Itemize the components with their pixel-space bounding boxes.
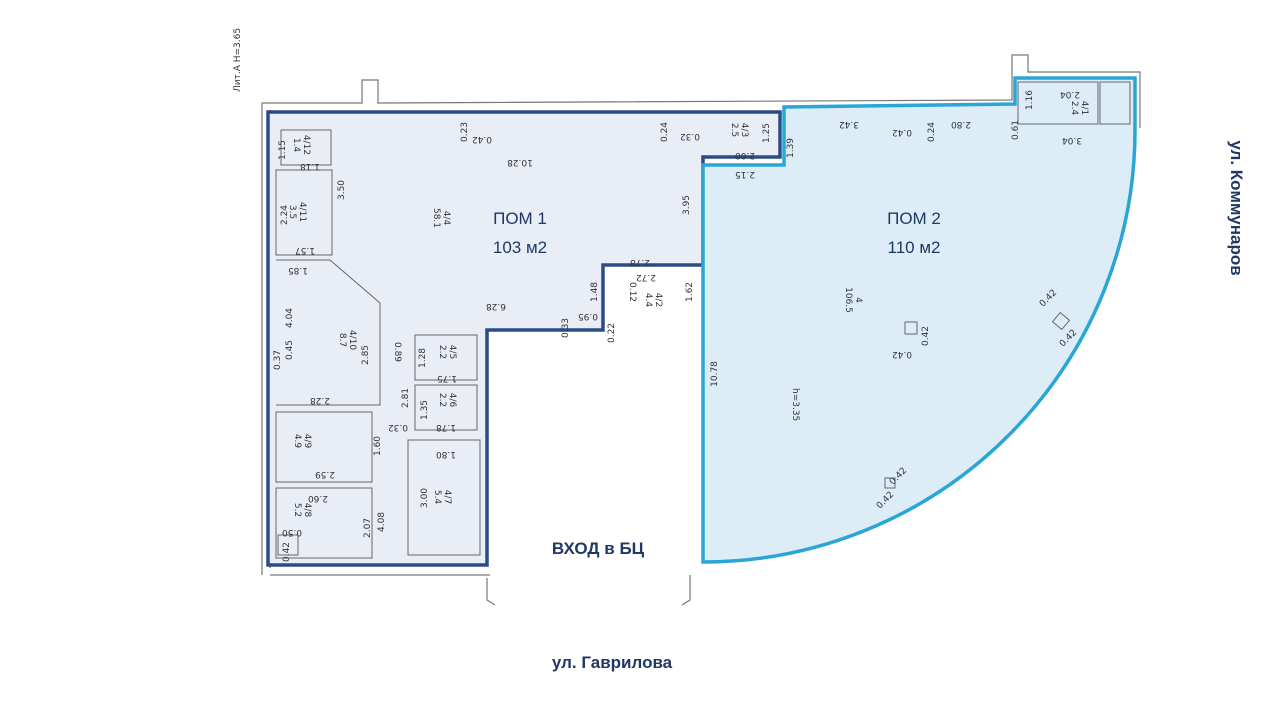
dimension-label: 1.80 [436, 449, 456, 459]
dimension-label: 0.42 [472, 134, 492, 144]
room-number: 4/8 [302, 503, 312, 518]
room-area: 2.4 [1069, 101, 1079, 116]
dimension-label: 1.15 [278, 140, 288, 160]
dimension-label: 2.15 [735, 169, 755, 179]
dimension-label: 2.24 [280, 205, 290, 225]
dimension-label: 0.22 [607, 323, 617, 343]
dimension-label: 1.78 [436, 422, 456, 432]
room-area: 3.5 [287, 205, 297, 219]
dimension-label: 0.42 [892, 127, 912, 137]
dimension-label: 2.59 [315, 469, 335, 479]
dimension-label: 2.28 [310, 395, 330, 405]
dimension-label: 2.81 [401, 388, 411, 408]
room-number: 4/1 [1079, 101, 1089, 115]
dimension-label: 2.78 [630, 257, 650, 267]
entrance-label: ВХОД в БЦ [552, 539, 645, 558]
room-number: 4/10 [347, 330, 357, 350]
room-labels: 4/458.1 4/121.4 4/113.5 4/108.7 4/94.9 4/85.2… [287, 101, 1089, 518]
dimension-label: 0.61 [1011, 120, 1021, 140]
premise-2-name: ПОМ 2 [887, 209, 941, 228]
dimension-label: 2.60 [308, 493, 328, 503]
dimension-label: 1.62 [685, 282, 695, 302]
dimension-label: 0.42 [921, 326, 931, 346]
building-note: Лит.А Н=3.65 [233, 28, 243, 92]
dimension-label: 10.78 [710, 361, 720, 387]
room-area: 5.2 [292, 503, 302, 517]
room-area: 4.9 [292, 434, 302, 449]
room-area: 8.7 [337, 333, 347, 347]
room-area: 5.4 [432, 490, 442, 505]
dimension-label: 3.50 [337, 180, 347, 200]
dimension-label: 0.37 [273, 350, 283, 370]
dimension-label: 0.12 [627, 282, 637, 302]
dimension-label: 1.16 [1025, 90, 1035, 110]
street-bottom-label: ул. Гаврилова [552, 653, 673, 672]
dimension-label: 0.89 [392, 342, 402, 362]
room-number: 4/6 [447, 393, 457, 408]
room-area: 4.4 [643, 293, 653, 308]
premise-1-area[interactable] [266, 110, 782, 567]
room-number: 4/9 [302, 434, 312, 449]
premise-2-area[interactable] [701, 76, 1137, 564]
dimension-label: 10.28 [507, 157, 533, 167]
dimension-label: 0.42 [282, 542, 292, 562]
dimension-label: 4.08 [377, 512, 387, 532]
room-number: 4/2 [653, 293, 663, 307]
dimension-label: 2.00 [735, 150, 755, 160]
dimension-label: 0.42 [892, 349, 912, 359]
premise-1-area-label: 103 м2 [493, 238, 547, 257]
room-number: 4 [853, 297, 863, 303]
room-number: 4/11 [297, 202, 307, 222]
dimension-label: 1.39 [786, 138, 796, 158]
dimension-label: 1.28 [418, 348, 428, 368]
room-area: 2.5 [729, 123, 739, 137]
dimension-label: 1.18 [300, 161, 320, 171]
room-area: 2.2 [437, 393, 447, 407]
dimension-label: 1.57 [295, 245, 315, 255]
dimension-label: 3.95 [682, 195, 692, 215]
room-number: 4/4 [441, 211, 451, 226]
dimension-label: 0.32 [680, 131, 700, 141]
room-area: 106.5 [843, 287, 853, 313]
dimension-label: 2.04 [1060, 89, 1080, 99]
dimension-label: 0.45 [285, 340, 295, 360]
dimension-label: 3.00 [420, 488, 430, 508]
dimension-label: 0.24 [927, 122, 937, 142]
room-area: 2.2 [437, 345, 447, 359]
premise-2-area-label: 110 м2 [888, 238, 941, 257]
room-number: 4/5 [447, 345, 457, 359]
room-number: 4/7 [442, 490, 452, 504]
dimension-label: 1.35 [420, 400, 430, 420]
ceiling-height: h=3.35 [790, 388, 800, 421]
dimension-label: 0.95 [578, 311, 598, 321]
dimension-label: 0.50 [282, 527, 302, 537]
dimension-label: 1.60 [373, 436, 383, 456]
dimension-label: 0.32 [388, 422, 408, 432]
dimension-label: 4.04 [285, 308, 295, 328]
premise-1-name: ПОМ 1 [493, 209, 547, 228]
dimension-label: 2.72 [636, 272, 656, 282]
interior-walls [275, 81, 1131, 559]
dimension-label: 2.85 [361, 345, 371, 365]
dimension-label: 1.85 [288, 265, 308, 275]
dimension-label: 0.24 [660, 122, 670, 142]
room-area: 1.4 [291, 138, 301, 153]
dimension-label: 2.80 [951, 119, 971, 129]
dimension-label: 3.04 [1062, 135, 1082, 145]
dimension-label: 6.28 [486, 301, 506, 311]
dimension-label: 1.75 [437, 373, 457, 383]
dimension-label: 3.42 [839, 119, 859, 129]
dimension-label: 0.23 [460, 122, 470, 142]
dimension-label: 2.07 [363, 518, 373, 538]
dimension-label: 1.25 [762, 123, 772, 143]
room-area: 58.1 [431, 208, 441, 228]
street-right-label: ул. Коммунаров [1227, 140, 1246, 275]
dimension-label: 0.33 [561, 318, 571, 338]
room-number: 4/12 [301, 135, 311, 155]
room-number: 4/3 [739, 123, 749, 137]
dimension-label: 1.48 [590, 282, 600, 302]
